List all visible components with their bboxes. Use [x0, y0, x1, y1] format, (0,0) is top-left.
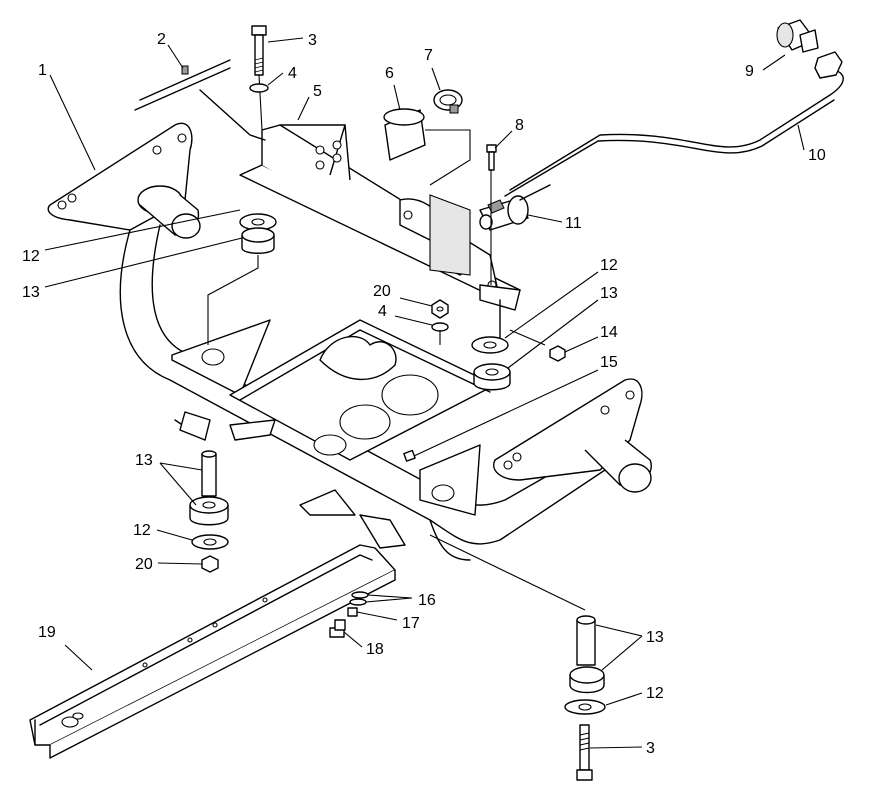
callout-13-lower-right: 13 — [646, 629, 664, 646]
fitting — [479, 195, 529, 231]
callout-3-top: 3 — [308, 32, 317, 49]
callout-20-lower: 20 — [135, 556, 153, 573]
callout-4-middle: 4 — [378, 303, 387, 320]
callout-19: 19 — [38, 624, 56, 641]
callout-13-upper-right: 13 — [600, 285, 618, 302]
callout-1: 1 — [38, 62, 47, 79]
callout-13-lower-left: 13 — [135, 452, 153, 469]
clip-15 — [403, 449, 416, 462]
callout-15: 15 — [600, 354, 618, 371]
callout-10: 10 — [808, 147, 826, 164]
cross-brackets — [179, 411, 406, 549]
top-washer — [249, 83, 269, 93]
fitting-9 — [776, 19, 843, 79]
callout-9: 9 — [745, 63, 754, 80]
callout-14: 14 — [600, 324, 618, 341]
callout-7: 7 — [424, 47, 433, 64]
callout-12-upper-left: 12 — [22, 248, 40, 265]
fuel-line — [504, 69, 844, 201]
callout-17: 17 — [402, 615, 420, 632]
callout-18: 18 — [366, 641, 384, 658]
callouts: 1 2 3 4 5 6 7 8 9 10 11 12 13 20 4 12 13… — [22, 31, 826, 757]
callout-3-bottom: 3 — [646, 740, 655, 757]
callout-20-middle: 20 — [373, 283, 391, 300]
center-platform — [171, 319, 496, 516]
callout-2: 2 — [157, 31, 166, 48]
lower-right-mount — [429, 534, 606, 781]
callout-12-lower-right: 12 — [646, 685, 664, 702]
right-mounting-plate — [493, 378, 652, 493]
callout-11: 11 — [565, 215, 582, 232]
cylinder-part — [383, 108, 471, 186]
upper-left-mount — [207, 213, 277, 345]
callout-12-lower-left: 12 — [133, 522, 151, 539]
callout-8: 8 — [515, 117, 524, 134]
side-rail — [29, 544, 396, 759]
screw-2 — [134, 59, 266, 141]
engine-bracket — [239, 124, 521, 346]
callout-6: 6 — [385, 65, 394, 82]
callout-12-upper-right: 12 — [600, 257, 618, 274]
bolt-8 — [486, 144, 497, 285]
leader-lines — [44, 37, 805, 749]
callout-4-top: 4 — [288, 65, 297, 82]
callout-13-upper-left: 13 — [22, 284, 40, 301]
hose-clamp — [433, 89, 463, 114]
top-bolt — [251, 25, 267, 131]
middle-nut-washer — [431, 299, 449, 345]
callout-5: 5 — [313, 83, 322, 100]
lower-left-mount — [189, 450, 229, 573]
left-mounting-plate — [47, 122, 201, 239]
nut-14 — [549, 345, 566, 362]
callout-16: 16 — [418, 592, 436, 609]
upper-right-mount — [471, 329, 546, 391]
